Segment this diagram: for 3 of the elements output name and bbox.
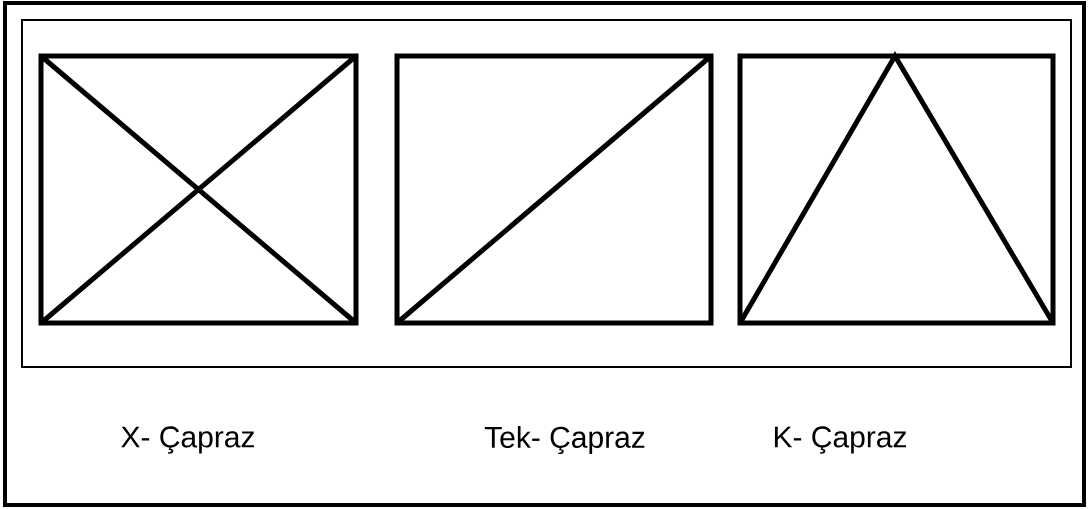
panel-label: K- Çapraz [774,426,906,454]
panel-label: X- Çapraz [121,426,254,454]
panel-label: Tek- Çapraz [484,425,645,455]
